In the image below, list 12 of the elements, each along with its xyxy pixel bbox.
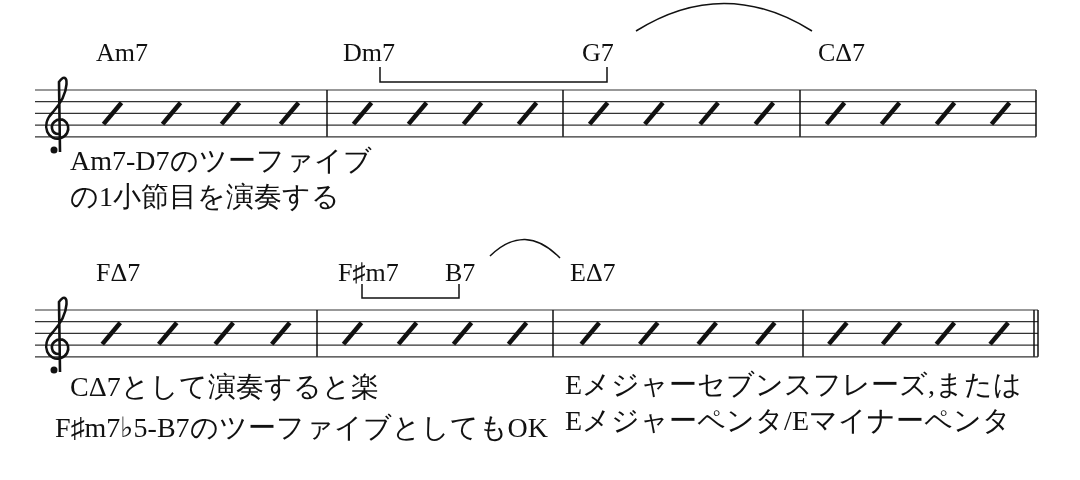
chord-symbol: FΔ7 (96, 257, 141, 289)
chord-symbol: CΔ7 (818, 37, 866, 69)
annotation-text: Eメジャーセブンスフレーズ,またはEメジャーペンタ/Eマイナーペンタ (565, 368, 1024, 438)
chord-symbol: B7 (445, 257, 476, 289)
chord-symbol: Dm7 (343, 37, 395, 69)
chord-symbol: F♯m7 (338, 257, 399, 289)
annotation-text: F♯m7♭5-B7のツーファイブとしてもOK (55, 411, 548, 445)
annotation-text: Am7-D7のツーファイブの1小節目を演奏する (70, 144, 373, 214)
chord-symbol: G7 (582, 37, 614, 69)
annotation-text: CΔ7として演奏すると楽 (70, 370, 379, 404)
chord-symbol: Am7 (96, 37, 148, 69)
chord-symbol: EΔ7 (570, 257, 616, 289)
